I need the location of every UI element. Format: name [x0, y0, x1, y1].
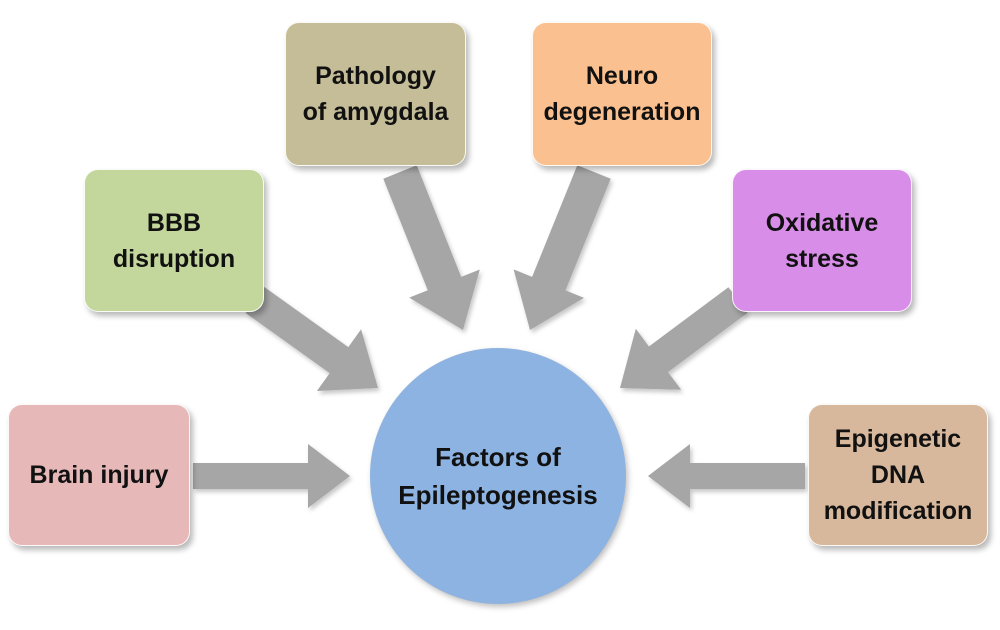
- factor-box-neuro-degeneration: Neuro degeneration: [532, 22, 712, 166]
- arrow-pathology-of-amygdala-to-center: [383, 165, 480, 330]
- arrow-epigenetic-dna-modification-to-center: [648, 444, 805, 508]
- factor-box-oxidative-stress: Oxidative stress: [732, 169, 912, 312]
- factor-box-bbb-disruption: BBB disruption: [84, 169, 264, 312]
- central-node-factors-of-epileptogenesis: Factors of Epileptogenesis: [370, 348, 626, 604]
- arrow-neuro-degeneration-to-center: [513, 165, 611, 330]
- factor-box-brain-injury: Brain injury: [8, 404, 190, 546]
- factor-box-epigenetic-dna-modification: Epigenetic DNA modification: [808, 404, 988, 546]
- arrow-oxidative-stress-to-center: [620, 287, 748, 390]
- arrow-brain-injury-to-center: [193, 444, 350, 508]
- arrow-bbb-disruption-to-center: [245, 287, 378, 391]
- factor-box-pathology-of-amygdala: Pathology of amygdala: [285, 22, 466, 166]
